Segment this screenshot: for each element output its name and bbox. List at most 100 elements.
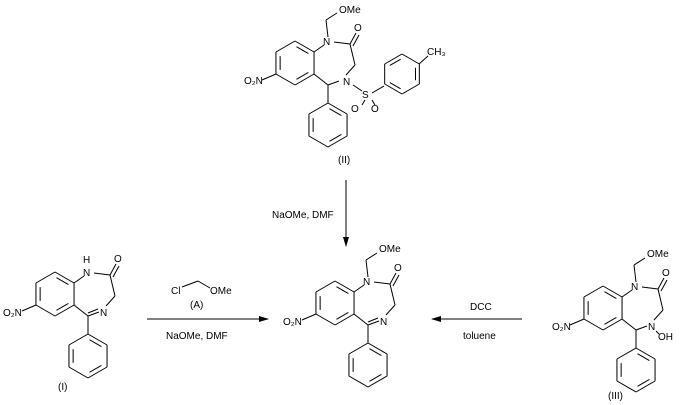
product-carbonyl-bond <box>389 272 397 285</box>
I-bond <box>73 304 89 317</box>
I-benzene-ring <box>35 304 56 317</box>
product-phenyl-ring <box>367 342 388 355</box>
II-bond <box>313 73 329 86</box>
product-bond <box>385 304 396 316</box>
bonds <box>21 12 668 393</box>
reagent-a-bond <box>197 280 211 289</box>
I-bond <box>73 275 85 284</box>
product-mom-bond <box>365 252 378 261</box>
product-phenyl-ring <box>367 375 388 388</box>
II-benzene-ring <box>275 73 296 86</box>
II-tolyl-ring <box>384 83 403 95</box>
I-benzene-ring <box>54 304 75 317</box>
product-phenyl-ring-double <box>369 348 382 356</box>
III-phenyl-ring <box>616 380 637 393</box>
II-n-s-bond <box>352 84 363 92</box>
II-benzene-ring <box>294 40 315 53</box>
I-phenyl-ring <box>68 366 89 379</box>
product-carbonyl-o: O <box>394 263 402 274</box>
reagent-cl: Cl <box>171 286 180 297</box>
I-phenyl-ring <box>87 333 108 346</box>
compound-II-label: (II) <box>338 155 350 166</box>
II-benzene-ring <box>294 73 315 86</box>
III-mom-bond <box>633 257 646 266</box>
III-benzene-ring-double <box>604 317 617 325</box>
II-phenyl-ring <box>308 102 329 115</box>
product-benzene-ring <box>334 280 355 293</box>
II-bond <box>333 41 351 45</box>
I-phenyl-ring-double <box>89 365 102 373</box>
II-bond <box>327 80 340 86</box>
product-phenyl-ring-double <box>369 374 382 382</box>
II-tolyl-ring <box>401 53 420 65</box>
product-bond <box>353 284 365 293</box>
III-bond <box>621 318 637 331</box>
I-carbonyl-bond <box>109 263 117 276</box>
product-mom-bond <box>365 259 369 278</box>
I-benzene-ring <box>54 271 75 284</box>
II-nitro: O₂N <box>244 76 263 87</box>
I-phenyl-ring <box>87 366 108 379</box>
I-nh-h: H <box>83 255 90 266</box>
I-benzene-ring-double <box>56 277 69 285</box>
I-n1: N <box>83 268 90 279</box>
II-s-o-bond <box>371 99 376 106</box>
III-benzene-ring <box>602 318 623 331</box>
II-mom-bond <box>325 12 338 21</box>
II-tolyl-ring <box>384 53 403 65</box>
product-benzene-ring-double <box>336 286 349 294</box>
III-phenyl-ring-double <box>637 379 650 387</box>
II-bond <box>345 64 356 76</box>
I-nitro: O₂N <box>3 308 22 319</box>
III-carbonyl-o: O <box>662 268 670 279</box>
II-tolyl-ring-double <box>389 58 401 66</box>
III-n-oh-bond <box>655 330 660 335</box>
III-n4: N <box>648 322 655 333</box>
III-ome: OMe <box>647 249 669 260</box>
product-benzene-ring <box>315 280 336 293</box>
reagent-toluene: toluene <box>463 331 496 342</box>
I-bond <box>105 295 116 307</box>
I-nitro-bond <box>21 304 37 312</box>
III-benzene-ring-double <box>604 291 617 299</box>
III-carbonyl-bond <box>657 277 665 290</box>
product-nitro-bond <box>301 313 317 321</box>
product-n4: N <box>380 317 387 328</box>
compound-I-label: (I) <box>58 382 67 393</box>
product-bond <box>353 313 369 326</box>
III-nitro-bond <box>569 318 585 326</box>
III-phenyl-ring <box>635 347 656 360</box>
II-bond <box>349 43 356 66</box>
I-phenyl-ring-double <box>89 339 102 347</box>
I-n4: N <box>100 308 107 319</box>
I-phenyl-ring <box>68 333 89 346</box>
II-phenyl-ring-double <box>329 134 342 142</box>
I-benzene-ring <box>35 271 56 284</box>
III-phenyl-ring-double <box>637 353 650 361</box>
II-bond <box>313 44 325 53</box>
product-phenyl-ring <box>348 342 369 355</box>
product-benzene-ring <box>334 313 355 326</box>
product-imine-double <box>367 317 379 323</box>
II-methyl: CH₃ <box>427 47 446 58</box>
II-phenyl-ring <box>327 102 348 115</box>
reagent-a-label: (A) <box>190 300 203 311</box>
product-nitro: O₂N <box>283 317 302 328</box>
reagent-a-bond <box>181 280 199 288</box>
II-n4: N <box>343 77 350 88</box>
product-benzene-ring-double <box>336 312 349 320</box>
III-bond <box>657 288 664 311</box>
II-phenyl-ring <box>327 135 348 148</box>
II-n1: N <box>323 37 330 48</box>
II-carbonyl-o: O <box>354 23 362 34</box>
II-tolyl-ring-double <box>389 82 401 90</box>
II-carbonyl-bond <box>352 34 360 47</box>
product-bond <box>367 320 380 326</box>
II-tolyl-ring <box>401 83 420 95</box>
III-carbonyl-bond <box>660 279 668 292</box>
II-carbonyl-bond <box>349 32 357 45</box>
II-phenyl-ring <box>308 135 329 148</box>
III-bond <box>635 325 648 331</box>
compound-III-label: (III) <box>608 391 623 402</box>
